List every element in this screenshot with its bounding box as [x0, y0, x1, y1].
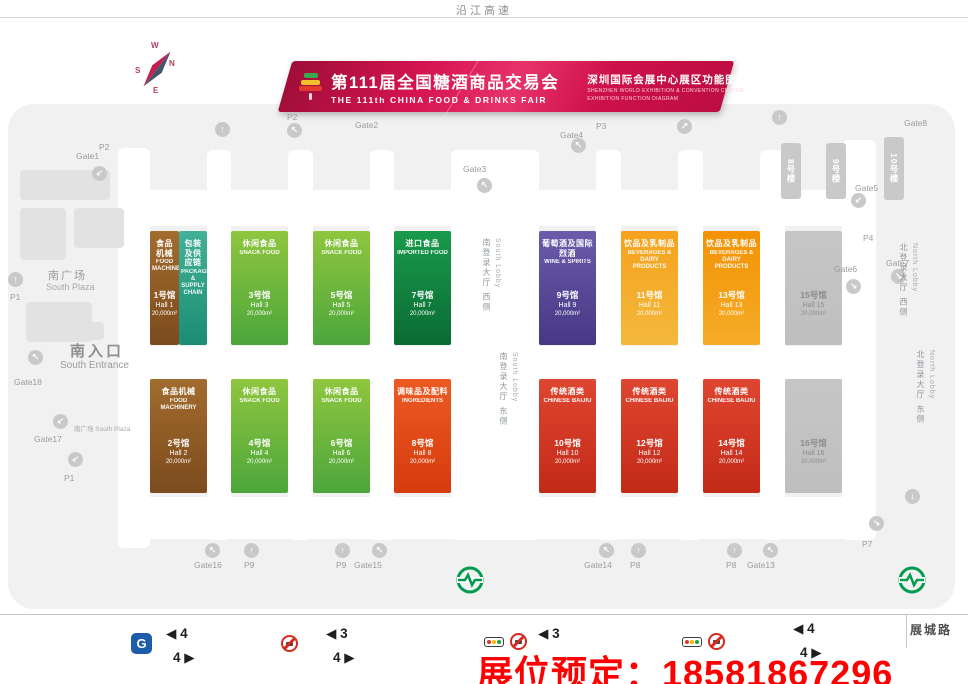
traffic-count-left: ◀ 3 — [538, 626, 560, 641]
booth-reservation-text: 展位预定：18581867296 — [477, 653, 894, 684]
compass-n: N — [169, 59, 175, 68]
transit-icon: G — [131, 633, 152, 654]
traffic-light-icon — [484, 637, 504, 647]
road — [678, 150, 703, 540]
traffic-count: ◀ 4 4 ▶ — [166, 627, 195, 664]
fair-logo-icon — [299, 72, 322, 102]
plaza-shape — [20, 208, 66, 260]
road — [842, 140, 876, 540]
banner-venue-block: 深圳国际会展中心展区功能图 SHENZHEN WORLD EXHIBITION … — [587, 72, 744, 102]
venue-subtitle-en1: SHENZHEN WORLD EXHIBITION & CONVENTION C… — [587, 88, 744, 94]
south-entrance-en: South Entrance — [60, 360, 129, 371]
traffic-count-left: ◀ 4 — [166, 626, 188, 641]
road — [596, 150, 621, 540]
plaza-shape — [64, 322, 104, 340]
bottom-road-line — [0, 614, 968, 615]
traffic-count: ◀ 3 — [538, 627, 560, 641]
traffic-count-right: 4 ▶ — [173, 649, 195, 665]
compass-s: S — [135, 66, 141, 75]
traffic-count-left: ◀ 4 — [793, 621, 815, 636]
traffic-count: ◀ 3 4 ▶ — [326, 627, 355, 664]
venue-title-cn: 深圳国际会展中心展区功能图 — [587, 73, 737, 86]
south-plaza-en: South Plaza — [46, 282, 95, 292]
road — [370, 150, 394, 540]
traffic-count-right: 4 ▶ — [333, 649, 355, 665]
south-plaza-cn: 南广场 — [48, 270, 87, 282]
traffic-light-icon — [682, 637, 702, 647]
fair-banner: 第111届全国糖酒商品交易会 THE 111th CHINA FOOD & DR… — [277, 61, 743, 112]
compass-e: E — [153, 86, 159, 95]
road — [451, 150, 539, 540]
fair-title-cn: 第111届全国糖酒商品交易会 — [331, 73, 560, 92]
traffic-count-left: ◀ 3 — [326, 626, 348, 641]
south-plaza-small: 南广场 South Plaza — [74, 426, 131, 433]
fair-title-en: THE 111th CHINA FOOD & DRINKS FAIR — [331, 94, 548, 105]
top-road-line — [0, 17, 968, 18]
compass-icon: W N S E — [135, 41, 178, 95]
south-entrance-cn: 南入口 — [70, 343, 125, 360]
no-entry-icon — [281, 635, 298, 652]
road — [207, 150, 231, 540]
no-entry-icon — [708, 633, 725, 650]
no-entry-icon — [510, 633, 527, 650]
metro-icon — [898, 566, 926, 594]
banner-titles: 第111届全国糖酒商品交易会 THE 111th CHINA FOOD & DR… — [331, 69, 559, 105]
road — [760, 150, 785, 540]
metro-icon — [456, 566, 484, 594]
bottom-road-line-vertical — [906, 614, 907, 648]
plaza-shape — [74, 208, 124, 248]
compass-w: W — [151, 41, 159, 50]
bottom-road-label: 展城路 — [910, 623, 953, 637]
plaza-shape — [20, 170, 110, 200]
road — [288, 150, 313, 540]
venue-subtitle-en2: EXHIBITION FUNCTION DIAGRAM — [587, 95, 679, 102]
top-road-label: 沿江高速 — [456, 5, 512, 17]
